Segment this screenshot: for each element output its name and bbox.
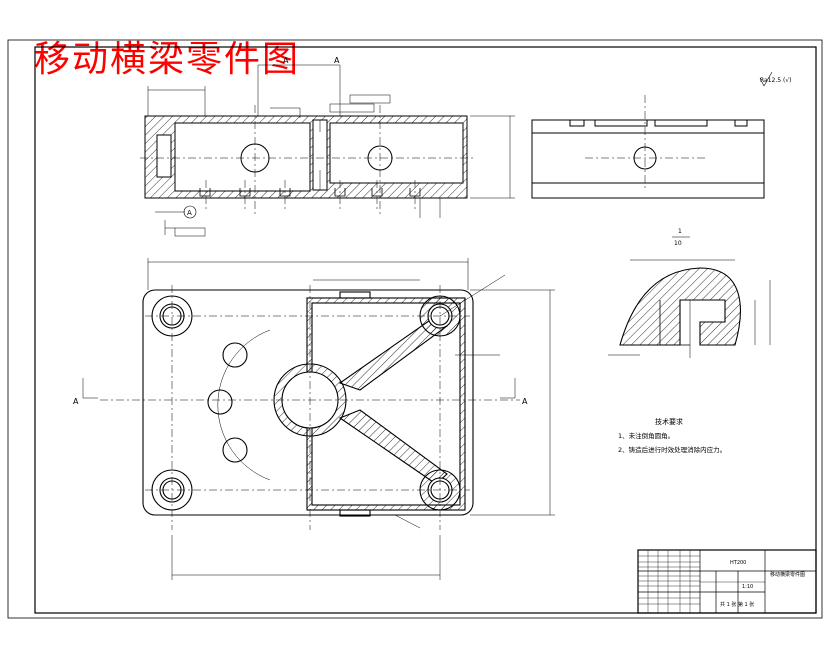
detail-view: 1 10	[608, 228, 771, 358]
section-a-left-label: A	[283, 56, 289, 65]
scale-denominator: 10	[674, 240, 682, 247]
title-block-material: HT200	[730, 560, 746, 566]
title-block-scale: 1:10	[742, 584, 753, 590]
plan-view: A A	[73, 258, 555, 580]
side-view	[531, 71, 773, 199]
circle-ref-label: A	[187, 209, 192, 217]
outer-border	[7, 39, 823, 619]
view-a-right-label: A	[522, 397, 528, 406]
roughness-note: Ra12.5 (√)	[760, 77, 792, 84]
scale-numerator: 1	[678, 228, 682, 235]
tech-req-heading: 技术要求	[655, 417, 683, 426]
drawing-title: 移动横梁零件图	[34, 39, 301, 80]
section-a-right-label: A	[334, 56, 340, 65]
title-block-sheet: 共 1 张 第 1 张	[720, 601, 754, 608]
section-view: A A A	[140, 56, 515, 237]
tech-req-item-1: 1、未注倒角圆角。	[618, 431, 674, 440]
title-block: 移动横梁零件图 HT200 1:10 共 1 张 第 1 张	[637, 549, 817, 614]
tech-req-item-2: 2、铸造后进行时效处理消除内应力。	[618, 445, 726, 454]
view-a-left-label: A	[73, 397, 79, 406]
title-block-part-name: 移动横梁零件图	[770, 571, 805, 578]
tech-requirements: 技术要求 1、未注倒角圆角。 2、铸造后进行时效处理消除内应力。	[618, 417, 726, 454]
inner-border	[34, 46, 817, 614]
